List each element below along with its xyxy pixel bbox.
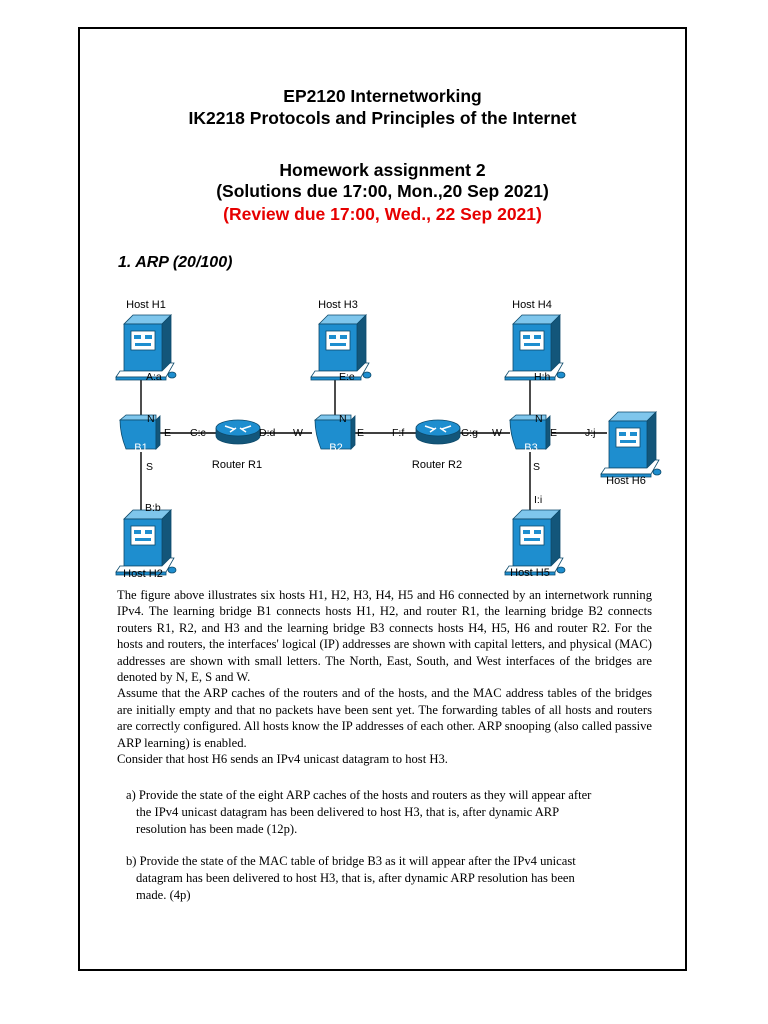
host-h2	[115, 509, 177, 576]
address-r1-right: D:d	[259, 427, 276, 439]
bridge-b1-label: B1	[134, 442, 147, 454]
bridge-b3-label: B3	[524, 442, 537, 454]
host-h4-label: Host H4	[512, 299, 552, 311]
page-border	[78, 27, 687, 971]
address-h3: E:e	[339, 371, 355, 383]
bridge-b2-label: B2	[329, 442, 342, 454]
b1-port-s: S	[146, 461, 153, 473]
router-r2	[415, 419, 461, 445]
assignment-title: Homework assignment 2	[279, 160, 486, 180]
question-a-line-3: resolution has been made (12p).	[136, 822, 298, 836]
b2-port-n: N	[339, 413, 347, 425]
host-h6-label: Host H6	[606, 475, 646, 487]
host-h3-label: Host H3	[318, 299, 358, 311]
address-h2: B:b	[145, 502, 161, 514]
section-title: 1. ARP (20/100)	[118, 254, 233, 271]
address-h1: A:a	[146, 371, 162, 383]
problem-description: The figure above illustrates six hosts H…	[117, 587, 652, 767]
question-b-line-1: b) Provide the state of the MAC table of…	[126, 854, 576, 868]
address-h4: H:h	[534, 371, 551, 383]
address-h5: I:i	[534, 494, 542, 506]
question-a: a) Provide the state of the eight ARP ca…	[126, 787, 656, 838]
question-b-line-2: datagram has been delivered to host H3, …	[136, 871, 575, 885]
description-paragraph-2: Assume that the ARP caches of the router…	[117, 686, 652, 750]
b2-port-e: E	[357, 427, 364, 439]
question-b-line-3: made. (4p)	[136, 888, 191, 902]
description-paragraph-3: Consider that host H6 sends an IPv4 unic…	[117, 752, 448, 767]
address-r2-left: F:f	[392, 427, 404, 439]
host-h1-label: Host H1	[126, 299, 166, 311]
question-a-line-1: a) Provide the state of the eight ARP ca…	[126, 788, 592, 802]
address-h6: J:j	[585, 427, 596, 439]
host-h5-label: Host H5	[510, 567, 550, 579]
b1-port-n: N	[147, 413, 155, 425]
b1-port-e: E	[164, 427, 171, 439]
question-b: b) Provide the state of the MAC table of…	[126, 853, 656, 904]
host-h5	[504, 509, 566, 576]
router-r1	[215, 419, 261, 445]
description-paragraph-1: The figure above illustrates six hosts H…	[117, 588, 652, 685]
review-due-date: (Review due 17:00, Wed., 22 Sep 2021)	[223, 204, 542, 224]
b3-port-n: N	[535, 413, 543, 425]
question-a-line-2: the IPv4 unicast datagram has been deliv…	[136, 805, 560, 819]
b3-port-e: E	[550, 427, 557, 439]
b3-port-w: W	[492, 427, 502, 439]
solutions-due-date: (Solutions due 17:00, Mon.,20 Sep 2021)	[216, 181, 549, 201]
course-title-ep2120: EP2120 Internetworking	[283, 86, 482, 106]
course-title-ik2218: IK2218 Protocols and Principles of the I…	[188, 108, 577, 128]
address-r2-right: G:g	[461, 427, 478, 439]
host-h2-label: Host H2	[123, 568, 163, 580]
b2-port-w: W	[293, 427, 303, 439]
host-h6	[600, 411, 662, 478]
router-r1-label: Router R1	[212, 459, 262, 471]
b3-port-s: S	[533, 461, 540, 473]
router-r2-label: Router R2	[412, 459, 462, 471]
address-r1-left: C:c	[190, 427, 206, 439]
